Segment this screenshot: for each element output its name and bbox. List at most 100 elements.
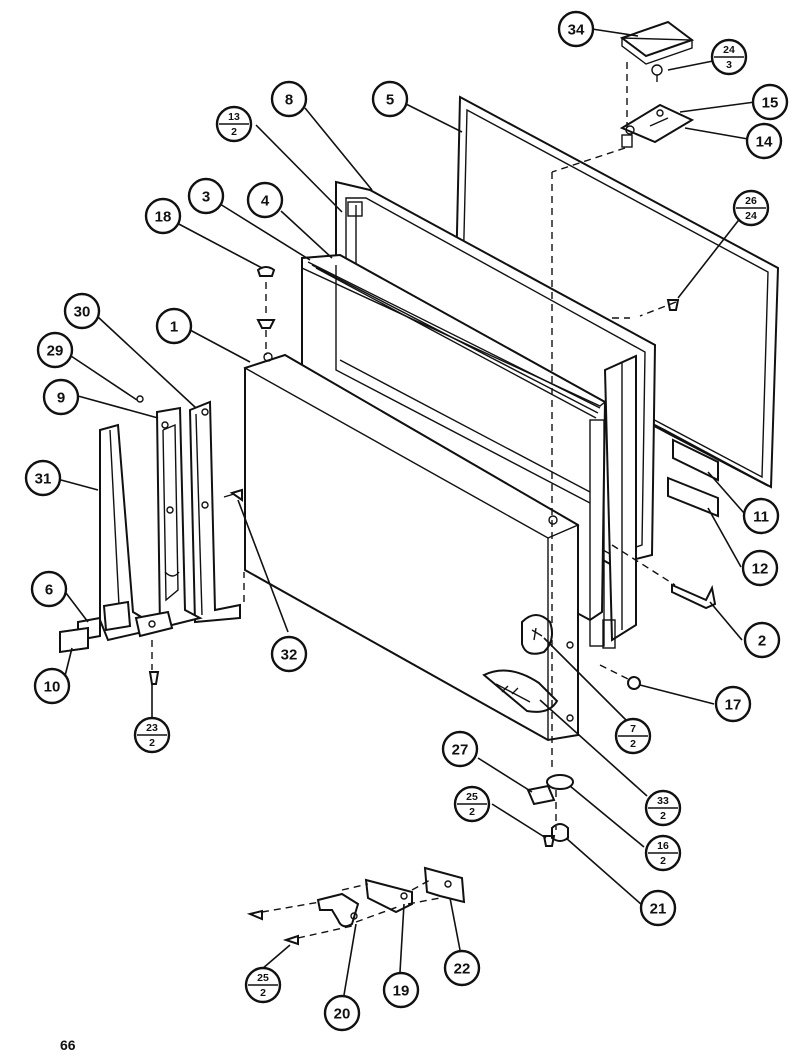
side-rail-part — [602, 354, 637, 649]
callout-c31: 31 — [24, 459, 62, 497]
callout-number: 5 — [386, 92, 394, 109]
left-bracket-parts — [59, 395, 243, 685]
callout-number: 21 — [650, 901, 667, 918]
callout-c11: 11 — [742, 497, 780, 535]
callout-c29: 29 — [36, 331, 74, 369]
callout-circle — [36, 331, 74, 369]
callout-c12: 12 — [741, 549, 779, 587]
callout-number: 7 — [630, 723, 636, 735]
callout-c30: 30 — [63, 292, 101, 330]
callout-number: 11 — [753, 509, 769, 526]
callout-circle — [742, 497, 780, 535]
callout-c20: 20 — [323, 994, 361, 1032]
callout-number: 13 — [228, 111, 240, 123]
callout-quantity: 2 — [260, 987, 266, 999]
callout-c1: 1 — [155, 307, 193, 345]
callout-number: 16 — [657, 840, 669, 852]
callout-c21: 21 — [639, 889, 677, 927]
callout-number: 23 — [146, 722, 158, 734]
leader-lines — [60, 28, 756, 996]
callout-circle — [382, 971, 420, 1009]
callout-circle — [443, 949, 481, 987]
callout-c25-2a: 252 — [453, 785, 491, 823]
callout-c34: 34 — [557, 10, 595, 48]
callout-c5: 5 — [371, 80, 409, 118]
page-number: 66 — [60, 1037, 76, 1053]
callout-circle — [155, 307, 193, 345]
callout-quantity: 2 — [149, 737, 155, 749]
callout-number: 14 — [756, 134, 773, 151]
callout-circle — [270, 635, 308, 673]
callout-number: 17 — [725, 697, 742, 714]
callout-number: 4 — [261, 193, 270, 210]
callout-number: 32 — [281, 647, 298, 664]
callout-quantity: 2 — [660, 855, 666, 867]
callout-number: 3 — [202, 189, 210, 206]
callout-c2: 2 — [743, 621, 781, 659]
callout-circle — [639, 889, 677, 927]
callout-number: 31 — [35, 471, 52, 488]
callout-circle — [24, 459, 62, 497]
callout-number: 29 — [47, 343, 64, 360]
callout-circle — [743, 621, 781, 659]
small-fastener-parts — [246, 266, 719, 946]
callout-number: 1 — [170, 319, 178, 336]
callout-number: 34 — [568, 22, 585, 39]
callout-number: 15 — [762, 95, 779, 112]
callout-c22: 22 — [443, 949, 481, 987]
callout-number: 26 — [745, 195, 757, 207]
callout-circle — [33, 667, 71, 705]
callout-c13-2: 132 — [215, 105, 253, 143]
callout-c27: 27 — [441, 730, 479, 768]
callout-number: 22 — [454, 961, 471, 978]
callout-number: 2 — [758, 633, 766, 650]
callout-c33-2: 332 — [644, 789, 682, 827]
callout-circle — [30, 570, 68, 608]
callout-quantity: 24 — [745, 210, 757, 222]
callout-quantity: 2 — [469, 806, 475, 818]
callout-number: 12 — [752, 561, 769, 578]
callout-c16-2: 162 — [644, 834, 682, 872]
callout-c4: 4 — [246, 181, 284, 219]
callout-c15: 15 — [751, 83, 789, 121]
callout-c9: 9 — [42, 378, 80, 416]
assembly-dash-lines — [151, 62, 677, 939]
callout-circle — [246, 181, 284, 219]
callout-circle — [714, 685, 752, 723]
callout-quantity: 2 — [660, 810, 666, 822]
callout-c3: 3 — [187, 177, 225, 215]
callout-circle — [371, 80, 409, 118]
callout-c10: 10 — [33, 667, 71, 705]
callout-circle — [323, 994, 361, 1032]
callout-number: 19 — [393, 983, 410, 1000]
callout-number: 6 — [45, 582, 53, 599]
callout-circle — [187, 177, 225, 215]
callout-number: 30 — [74, 304, 91, 321]
callout-quantity: 3 — [726, 59, 732, 71]
callout-number: 25 — [466, 791, 478, 803]
callout-number: 25 — [257, 972, 269, 984]
top-hinge-parts — [619, 20, 695, 148]
callout-circle — [63, 292, 101, 330]
callout-c7-2: 72 — [614, 717, 652, 755]
callout-c23-2: 232 — [133, 716, 171, 754]
callout-circle — [741, 549, 779, 587]
callout-c25-2b: 252 — [244, 966, 282, 1004]
callout-c19: 19 — [382, 971, 420, 1009]
callout-number: 9 — [57, 390, 65, 407]
callout-c24-3: 243 — [710, 38, 748, 76]
callout-circle — [441, 730, 479, 768]
callout-quantity: 2 — [231, 126, 237, 138]
callout-number: 33 — [657, 795, 669, 807]
callout-c17: 17 — [714, 685, 752, 723]
callout-circle — [144, 197, 182, 235]
callout-quantity: 2 — [630, 738, 636, 750]
callout-number: 24 — [723, 44, 735, 56]
callout-circle — [745, 122, 783, 160]
callout-circle — [751, 83, 789, 121]
callout-number: 20 — [334, 1006, 351, 1023]
callout-c6: 6 — [30, 570, 68, 608]
